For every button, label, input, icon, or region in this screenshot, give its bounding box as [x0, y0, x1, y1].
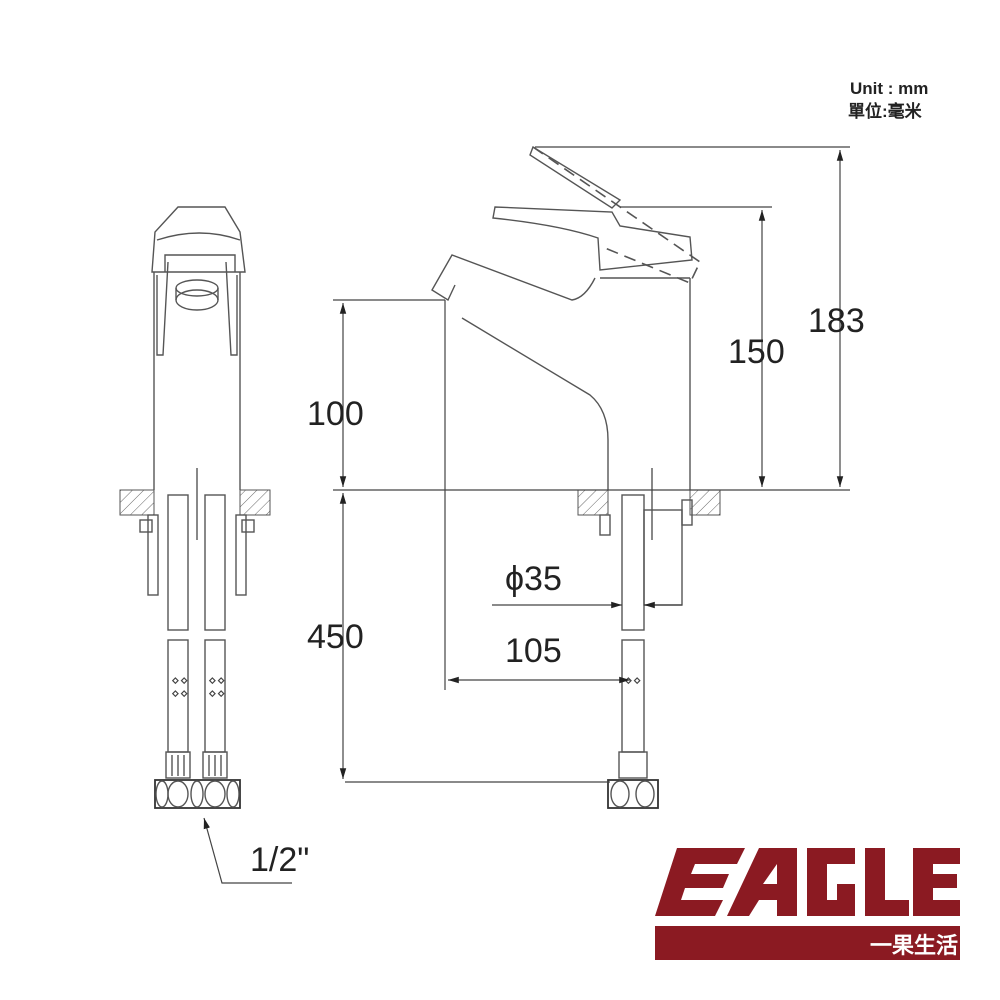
dim-105: 105	[505, 632, 562, 670]
svg-text:⋄⋄: ⋄⋄	[624, 672, 642, 688]
connector-leader	[203, 817, 292, 884]
dim-450: 450	[307, 618, 364, 656]
eagle-logo	[655, 848, 960, 960]
hose-left: ⋄⋄ ⋄⋄	[165, 494, 191, 779]
svg-text:⋄⋄: ⋄⋄	[171, 685, 189, 701]
dim-diameter-35: ϕ35	[505, 560, 562, 598]
svg-text:⋄⋄: ⋄⋄	[171, 672, 189, 688]
unit-label-zh: 單位:毫米	[848, 102, 922, 121]
hex-nuts	[154, 779, 241, 809]
side-view: ⋄⋄	[431, 145, 721, 809]
dim-100: 100	[307, 395, 364, 433]
dim-connector: 1/2"	[250, 841, 310, 879]
svg-text:⋄⋄: ⋄⋄	[208, 672, 226, 688]
logo-subtitle: 一果生活	[870, 934, 959, 959]
svg-text:⋄⋄: ⋄⋄	[208, 685, 226, 701]
dimension-lines	[333, 146, 850, 783]
hose-right: ⋄⋄ ⋄⋄	[202, 494, 228, 779]
dim-150: 150	[728, 333, 785, 371]
front-view: ⋄⋄ ⋄⋄ ⋄⋄ ⋄⋄	[119, 206, 292, 884]
dim-183: 183	[808, 302, 865, 340]
unit-label-en: Unit : mm	[850, 79, 929, 98]
